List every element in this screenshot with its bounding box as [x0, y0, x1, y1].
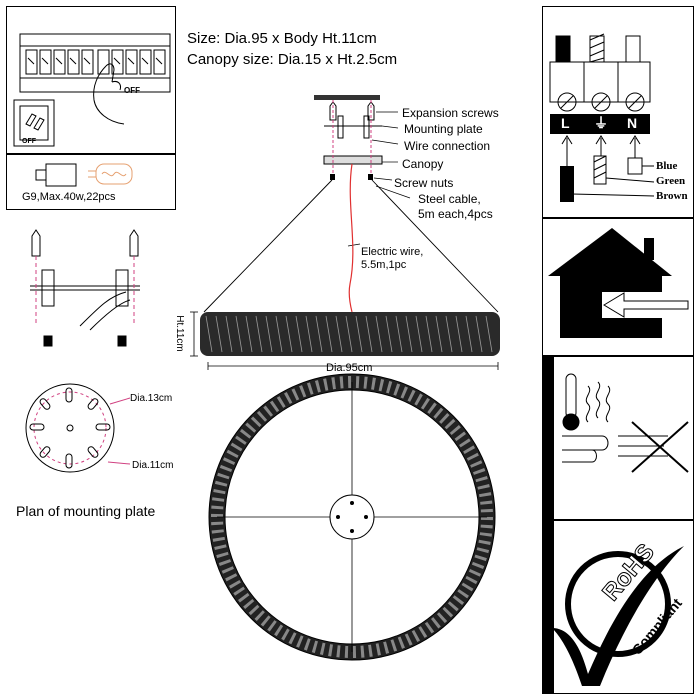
rohs-compliant-icon: RoHS Compliant	[542, 520, 685, 694]
callout-steel-cable-line2: 5m each,4pcs	[418, 207, 493, 221]
terminal-label-neutral: N	[627, 115, 638, 131]
callout-expansion-screws: Expansion screws	[402, 106, 499, 120]
left-panel-bulb-frame	[6, 154, 176, 210]
switch-off-label-top: OFF	[124, 86, 140, 95]
terminal-block-icon	[549, 33, 655, 202]
fixture-side-view	[190, 95, 500, 370]
right-panel-terminal-frame	[542, 6, 694, 218]
terminal-label-live: L	[561, 115, 570, 131]
plate-caption: Plan of mounting plate	[16, 503, 156, 519]
callout-electric-wire-line1: Electric wire,	[361, 246, 424, 258]
diameter-dimension-label: Dia.95cm	[326, 362, 373, 374]
callout-electric-wire-line2: 5.5m,1pc	[361, 259, 407, 271]
ring-top-view	[208, 373, 496, 661]
switch-panel-icon	[13, 33, 171, 147]
mounting-detail-drawing	[30, 229, 140, 347]
callout-wire-connection: Wire connection	[404, 139, 491, 153]
wire-color-blue: Blue	[656, 160, 678, 172]
canopy-size-heading: Canopy size: Dia.15 x Ht.2.5cm	[187, 51, 398, 68]
bulb-spec: G9,Max.40w,22pcs	[22, 191, 116, 203]
wire-color-green: Green	[656, 175, 686, 187]
callout-mounting-plate: Mounting plate	[404, 122, 483, 136]
bulb-icon	[35, 163, 133, 187]
switch-off-label-bottom: OFF	[22, 138, 36, 145]
terminal-label-ground: ⏚	[594, 115, 608, 131]
callout-screw-nuts: Screw nuts	[394, 176, 454, 190]
plate-diameter-inner: Dia.11cm	[132, 460, 174, 471]
plate-diameter-outer: Dia.13cm	[130, 393, 173, 404]
house-icon	[548, 228, 692, 338]
left-panel-top-frame	[6, 6, 176, 154]
callout-steel-cable-line1: Steel cable,	[418, 192, 481, 206]
mounting-plate-plan	[25, 383, 131, 473]
callout-canopy: Canopy	[402, 157, 444, 171]
wire-color-brown: Brown	[656, 190, 688, 202]
heat-warning-icon	[542, 356, 689, 520]
size-heading: Size: Dia.95 x Body Ht.11cm	[187, 30, 377, 47]
right-panel-house-frame	[542, 218, 694, 356]
